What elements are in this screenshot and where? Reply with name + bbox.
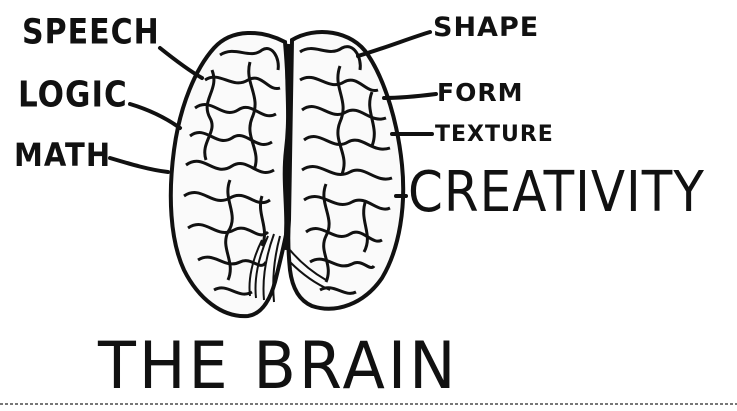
label-creativity: CREATIVITY [408,164,705,220]
label-form: FORM [437,80,523,105]
logic-pointer [130,104,180,128]
label-logic: LOGIC [18,78,128,114]
label-math: MATH [14,140,111,172]
central-fissure [286,44,289,250]
label-speech: SPEECH [22,16,160,51]
diagram-title: THE BRAIN [98,333,459,398]
label-texture: TEXTURE [435,124,554,146]
shape-pointer [358,32,430,56]
math-pointer [110,158,168,172]
form-pointer [384,94,436,98]
speech-pointer [160,48,202,78]
label-shape: SHAPE [433,14,539,41]
